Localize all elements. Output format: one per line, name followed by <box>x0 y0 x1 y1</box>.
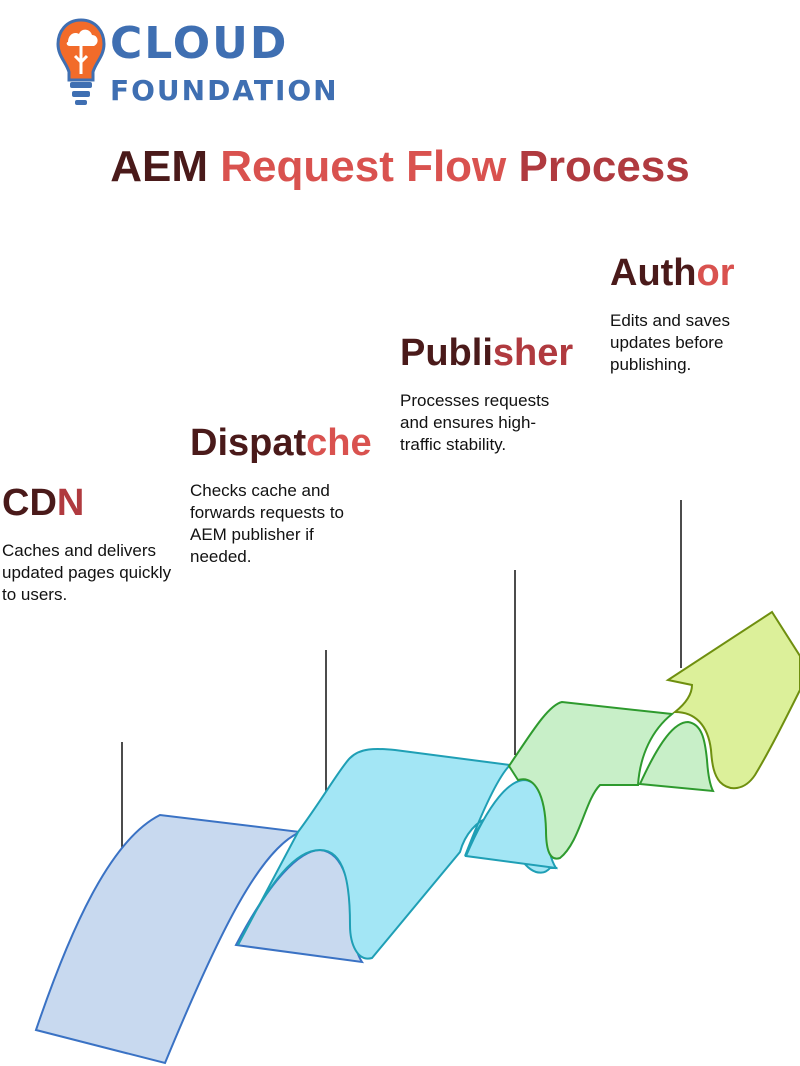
title-part-request-flow: Request Flow <box>220 142 519 191</box>
step-title-dispatcher-part1: Dispat <box>190 422 307 464</box>
step-desc-author: Edits and saves updates before publishin… <box>610 311 731 374</box>
title-part-process: Process <box>518 142 690 191</box>
step-title-cdn-part1: CD <box>2 482 57 524</box>
step-title-cdn: CDN <box>2 482 84 525</box>
step-title-publisher: Publisher <box>400 332 573 375</box>
step-title-publisher-part2: sher <box>492 332 574 374</box>
step-title-dispatcher-part2: che <box>306 422 372 464</box>
step-desc-publisher: Processes requests and ensures high-traf… <box>400 391 550 454</box>
ribbon-publisher <box>507 700 715 860</box>
logo: CLOUD FOUNDATION <box>56 16 346 108</box>
arrow-author <box>665 610 800 790</box>
step-title-cdn-part2: N <box>56 482 85 524</box>
step-desc-dispatcher: Checks cache and forwards requests to AE… <box>190 481 345 566</box>
step-title-author-part1: Auth <box>610 252 697 294</box>
step-title-author-part2: or <box>696 252 735 294</box>
step-title-publisher-part1: Publi <box>400 332 493 374</box>
step-title-dispatcher: Dispatche <box>190 422 372 465</box>
ribbon-cdn <box>34 813 365 1065</box>
step-title-author: Author <box>610 252 735 295</box>
title-part-aem: AEM <box>110 142 221 191</box>
step-desc-cdn: Caches and delivers updated pages quickl… <box>2 541 172 604</box>
logo-text-foundation: FOUNDATION <box>110 74 339 107</box>
ribbon-dispatcher <box>237 748 559 960</box>
logo-text-cloud: CLOUD <box>110 18 289 69</box>
lightbulb-cloud-icon <box>56 18 106 105</box>
page-title: AEM Request Flow Process <box>0 142 800 192</box>
